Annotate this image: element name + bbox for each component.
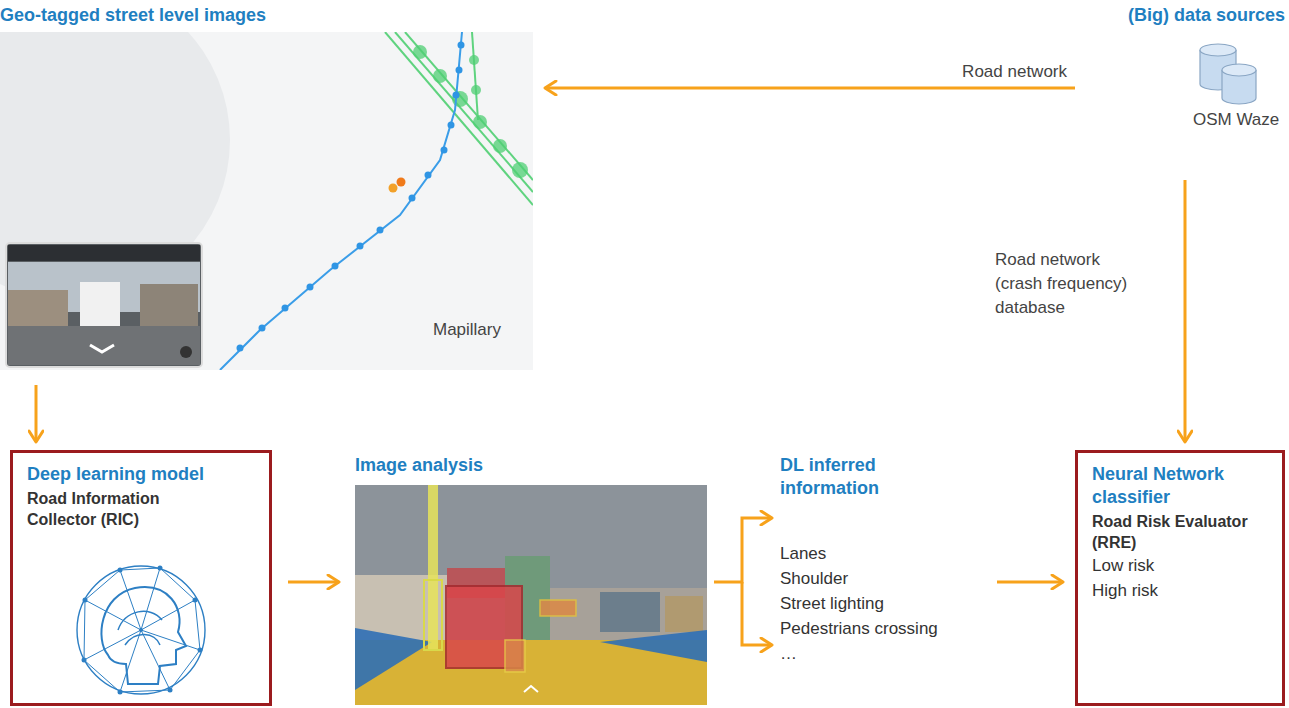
node-text: Road Information Collector (RIC) — [27, 488, 217, 530]
node-text: … — [780, 641, 985, 666]
flow-arrow — [997, 581, 1063, 584]
split-arrow-branch — [742, 582, 772, 645]
flow-arrow — [1184, 180, 1187, 442]
data-sources: (Big) data sourcesOSM Waze — [1080, 0, 1285, 145]
node-text: Pedestrians crossing — [780, 616, 985, 641]
image-panel: Image analysis — [355, 450, 711, 708]
node-text: Street lighting — [780, 591, 985, 616]
node-text: OSM Waze — [1193, 107, 1279, 132]
classifier-box: Neural Network classifierRoad Risk Evalu… — [1075, 450, 1285, 706]
flow-arrow — [35, 385, 38, 442]
flow-arrow — [288, 581, 339, 584]
edge-label: Road network (crash frequency) database — [995, 248, 1145, 320]
node-text: High risk — [1092, 578, 1268, 603]
map-illustration — [0, 32, 533, 370]
map-panel: Geo-tagged street level imagesMapillary — [0, 0, 535, 372]
node-text: Mapillary — [433, 317, 501, 342]
node-heading: Neural Network classifier — [1092, 463, 1252, 509]
edge-label: Road network — [962, 60, 1067, 84]
info-list: DL inferred informationLanesShoulderStre… — [780, 450, 985, 705]
database-icon — [1200, 44, 1256, 104]
node-heading: Geo-tagged street level images — [0, 4, 266, 27]
node-text: Lanes — [780, 541, 985, 566]
flow-arrow — [714, 518, 772, 582]
node-heading: (Big) data sources — [1128, 4, 1285, 27]
process-box: Deep learning modelRoad Information Coll… — [10, 450, 272, 706]
node-heading: Deep learning model — [27, 463, 255, 486]
node-text: Road Risk Evaluator (RRE) — [1092, 511, 1267, 553]
segmented-photo — [355, 485, 707, 705]
brain-illustration — [77, 566, 205, 695]
flow-arrow — [545, 87, 1075, 90]
node-heading: DL inferred information — [780, 454, 950, 500]
node-text: Shoulder — [780, 566, 985, 591]
node-heading: Image analysis — [355, 454, 483, 477]
node-text: Low risk — [1092, 553, 1268, 578]
